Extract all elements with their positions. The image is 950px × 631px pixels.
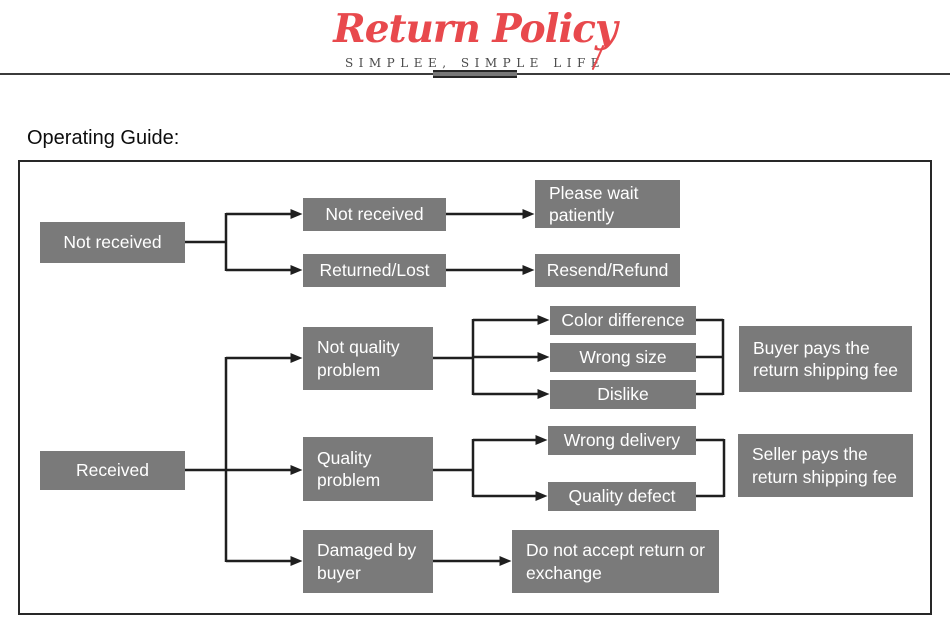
node-dislike: Dislike [550, 380, 696, 409]
node-color-difference: Color difference [550, 306, 696, 335]
node-returned-lost: Returned/Lost [303, 254, 446, 287]
node-quality-defect: Quality defect [548, 482, 696, 511]
node-do-not-accept: Do not accept return or exchange [512, 530, 719, 593]
node-not-received-case: Not received [303, 198, 446, 231]
page-subtitle: SIMPLEE, SIMPLE LIFE [344, 56, 606, 70]
node-buyer-pays: Buyer pays the return shipping fee [739, 326, 912, 392]
node-wrong-delivery: Wrong delivery [548, 426, 696, 455]
node-seller-pays: Seller pays the return shipping fee [738, 434, 913, 497]
node-resend-refund: Resend/Refund [535, 254, 680, 287]
page-title: Return Policy [333, 6, 617, 52]
node-not-quality-problem: Not quality problem [303, 327, 433, 390]
section-heading: Operating Guide: [27, 127, 180, 149]
flowchart-frame [18, 160, 932, 615]
node-quality-problem: Quality problem [303, 437, 433, 501]
node-wrong-size: Wrong size [550, 343, 696, 372]
node-damaged-by-buyer: Damaged by buyer [303, 530, 433, 593]
node-not-received-parent: Not received [40, 222, 185, 263]
node-received: Received [40, 451, 185, 490]
node-please-wait: Please wait patiently [535, 180, 680, 228]
header-divider-accent-bar [433, 70, 517, 78]
